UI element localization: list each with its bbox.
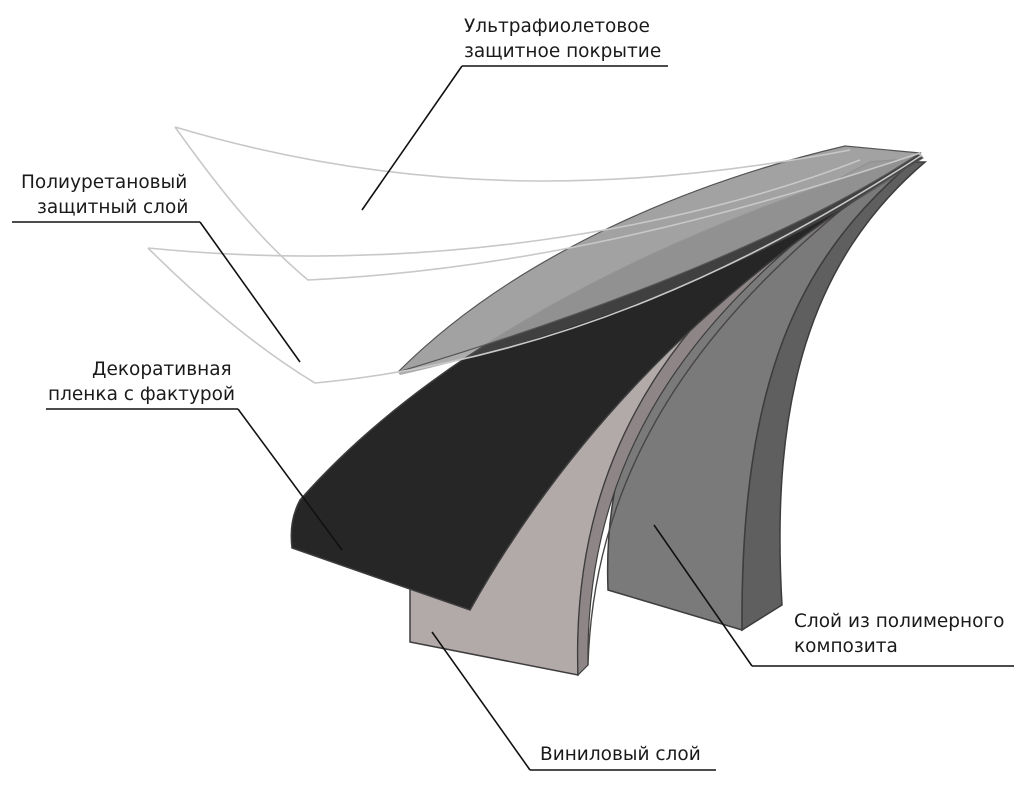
decor-label-line2: пленка с фактурой — [48, 384, 235, 405]
composite-layer — [606, 159, 928, 632]
decor-label-line1: Декоративная — [92, 359, 232, 380]
pu-label-line1: Полиуретановый — [21, 172, 187, 193]
decor-leader-line — [237, 408, 343, 551]
composite-label-line1: Слой из полимерного — [794, 611, 1005, 632]
pu-leader-line — [199, 221, 301, 363]
pu-film-outline — [147, 154, 923, 384]
pu-label-line2: защитный слой — [37, 197, 188, 218]
vinyl-label-line1: Виниловый слой — [540, 744, 701, 765]
uv-leader-line — [361, 65, 463, 211]
vinyl-edge-line — [587, 159, 906, 666]
uv-label-line1: Ультрафиолетовое — [464, 16, 650, 37]
composite-label-line2: композита — [794, 636, 898, 657]
composite-leader-line — [653, 524, 753, 667]
leader-lines — [12, 65, 1014, 771]
vinyl-leader-line — [431, 631, 531, 771]
uv-film-outline — [174, 126, 921, 281]
uv-label-line2: защитное покрытие — [464, 41, 661, 62]
